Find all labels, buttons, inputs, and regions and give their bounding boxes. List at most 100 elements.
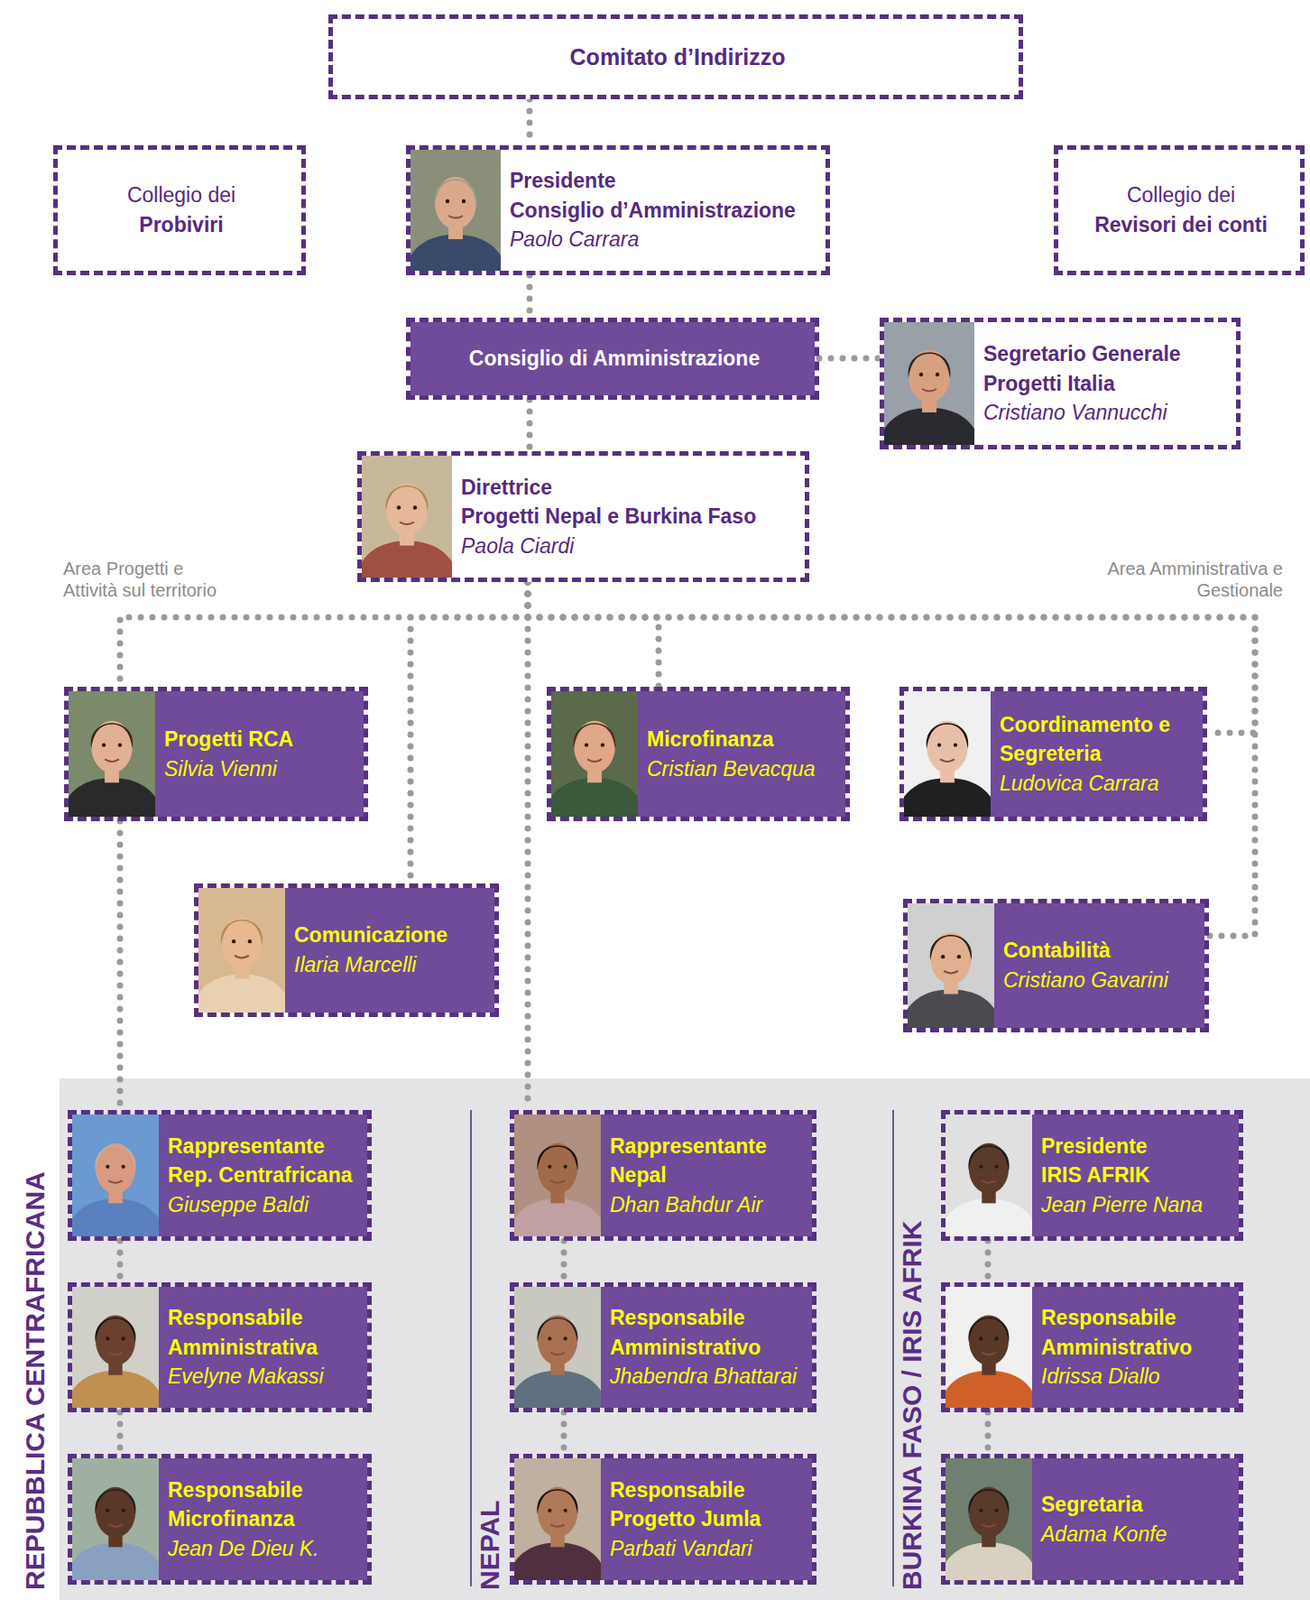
portrait-shoulders: [361, 541, 453, 579]
photo-background: [72, 1457, 159, 1580]
box-title: Comunicazione: [294, 920, 448, 951]
text-column: Responsabile AmministrativaEvelyne Makas…: [167, 1297, 349, 1397]
portrait-photo: [72, 1286, 159, 1408]
photo-background: [907, 903, 995, 1028]
portrait-eye: [978, 1508, 983, 1513]
portrait-mouth: [550, 1352, 564, 1355]
box-title: Progetti RCA: [164, 724, 294, 755]
portrait-shoulders: [198, 974, 286, 1013]
person-box: ComunicazioneIlaria Marcelli: [193, 883, 499, 1017]
photo-background: [551, 691, 638, 817]
photo-frame: [68, 691, 156, 817]
portrait-photo: [884, 322, 975, 445]
box-text: Paola Ciardi: [461, 531, 757, 562]
portrait-hair: [930, 934, 972, 960]
text-column: Segretario Generale Progetti ItaliaCrist…: [983, 333, 1229, 434]
portrait-mouth: [108, 1180, 122, 1182]
portrait-head: [95, 1314, 136, 1366]
dotted-connector: [117, 1240, 124, 1283]
person-box: SegretariaAdama Konfe: [940, 1453, 1244, 1585]
photo-background: [945, 1286, 1033, 1408]
text-column: Rappresentante Rep. CentrafricanaGiusepp…: [167, 1125, 358, 1226]
photo-background: [884, 322, 975, 445]
portrait-shoulders: [72, 1542, 159, 1580]
portrait-eye: [445, 199, 450, 203]
portrait-shoulders: [945, 1370, 1033, 1408]
org-box: Comitato d’Indirizzo: [328, 14, 1024, 100]
portrait-head: [573, 720, 616, 774]
portrait-hair: [968, 1488, 1009, 1513]
photo-frame: [514, 1114, 601, 1237]
portrait-photo: [72, 1457, 159, 1580]
text-column: Comitato d’Indirizzo: [570, 36, 786, 78]
country-label: REPUBBLICA CENTRAFRICANA: [21, 1171, 49, 1590]
portrait-eye: [937, 742, 941, 747]
portrait-head: [537, 1486, 578, 1538]
portrait-eye: [121, 1508, 126, 1513]
portrait-mouth: [448, 215, 463, 219]
box-title: Responsabile Amministrativo: [1041, 1302, 1222, 1362]
portrait-mouth: [943, 970, 959, 973]
dotted-connector: [117, 821, 124, 1110]
portrait-mouth: [587, 758, 602, 761]
dotted-connector: [985, 1240, 992, 1283]
country-label: NEPAL: [476, 1500, 504, 1590]
portrait-shoulders: [410, 234, 501, 271]
portrait-eye: [105, 1508, 110, 1513]
photo-background: [72, 1114, 159, 1237]
portrait-hair: [573, 722, 617, 748]
box-title: Presidente: [509, 166, 796, 196]
portrait-head: [968, 1143, 1009, 1194]
photo-frame: [884, 322, 975, 445]
box-text: Probiviri: [138, 210, 223, 240]
dotted-connector: [525, 581, 532, 1110]
text-column: ComunicazioneIlaria Marcelli: [294, 914, 448, 985]
text-column: Collegio deiRevisori dei conti: [1094, 175, 1268, 245]
text-column: Consiglio di Amministrazione: [469, 340, 760, 379]
dotted-connector: [561, 1411, 568, 1454]
portrait-eye: [919, 372, 923, 377]
portrait-head: [537, 1314, 578, 1366]
portrait-eye: [563, 1508, 568, 1513]
text-column: Coordinamento e SegreteriaLudovica Carra…: [999, 704, 1194, 804]
portrait-shoulders: [68, 777, 156, 817]
area-label: Area Amministrativa e Gestionale: [1102, 557, 1283, 601]
box-text: Cristian Bevacqua: [646, 754, 816, 785]
org-box: Collegio deiRevisori dei conti: [1053, 145, 1305, 276]
box-title: Direttrice: [461, 472, 757, 503]
box-title: Responsabile Amministrativo: [609, 1302, 791, 1362]
box-text: Evelyne Makassi: [167, 1361, 349, 1392]
person-box: Responsabile Progetto JumlaParbati Vanda…: [509, 1453, 817, 1585]
portrait-eye: [995, 1164, 999, 1169]
box-text: Adama Konfe: [1041, 1519, 1167, 1550]
person-box: MicrofinanzaCristian Bevacqua: [546, 686, 850, 822]
box-title: Collegio dei: [127, 180, 236, 211]
portrait-eye: [563, 1164, 568, 1169]
box-text: Jean Pierre Nana: [1041, 1190, 1203, 1220]
portrait-mouth: [981, 1523, 996, 1526]
org-box: Consiglio di Amministrazione: [405, 317, 820, 400]
portrait-mouth: [550, 1180, 564, 1182]
photo-frame: [410, 149, 501, 271]
photo-frame: [72, 1286, 159, 1408]
portrait-eye: [547, 1336, 552, 1340]
dotted-connector: [561, 1240, 568, 1283]
portrait-shoulders: [907, 989, 995, 1028]
box-title: Coordinamento e Segreteria: [999, 710, 1194, 769]
portrait-mouth: [104, 758, 120, 761]
portrait-hair: [94, 1144, 136, 1170]
box-title: Responsabile Microfinanza: [167, 1475, 349, 1534]
person-box: Coordinamento e SegreteriaLudovica Carra…: [899, 686, 1208, 822]
portrait-shoulders: [514, 1370, 601, 1408]
portrait-mouth: [981, 1352, 996, 1355]
dotted-connector: [526, 99, 534, 146]
portrait-eye: [231, 939, 236, 943]
person-box: Responsabile AmministrativoJhabendra Bha…: [509, 1282, 817, 1412]
portrait-eye: [547, 1508, 552, 1513]
portrait-head: [386, 483, 428, 536]
portrait-shoulders: [945, 1542, 1033, 1580]
photo-background: [904, 691, 991, 817]
text-column: DirettriceProgetti Nepal e Burkina FasoP…: [461, 467, 757, 567]
text-column: Rappresentante NepalDhan Bahdur Air: [609, 1125, 791, 1226]
portrait-mouth: [108, 1352, 122, 1355]
